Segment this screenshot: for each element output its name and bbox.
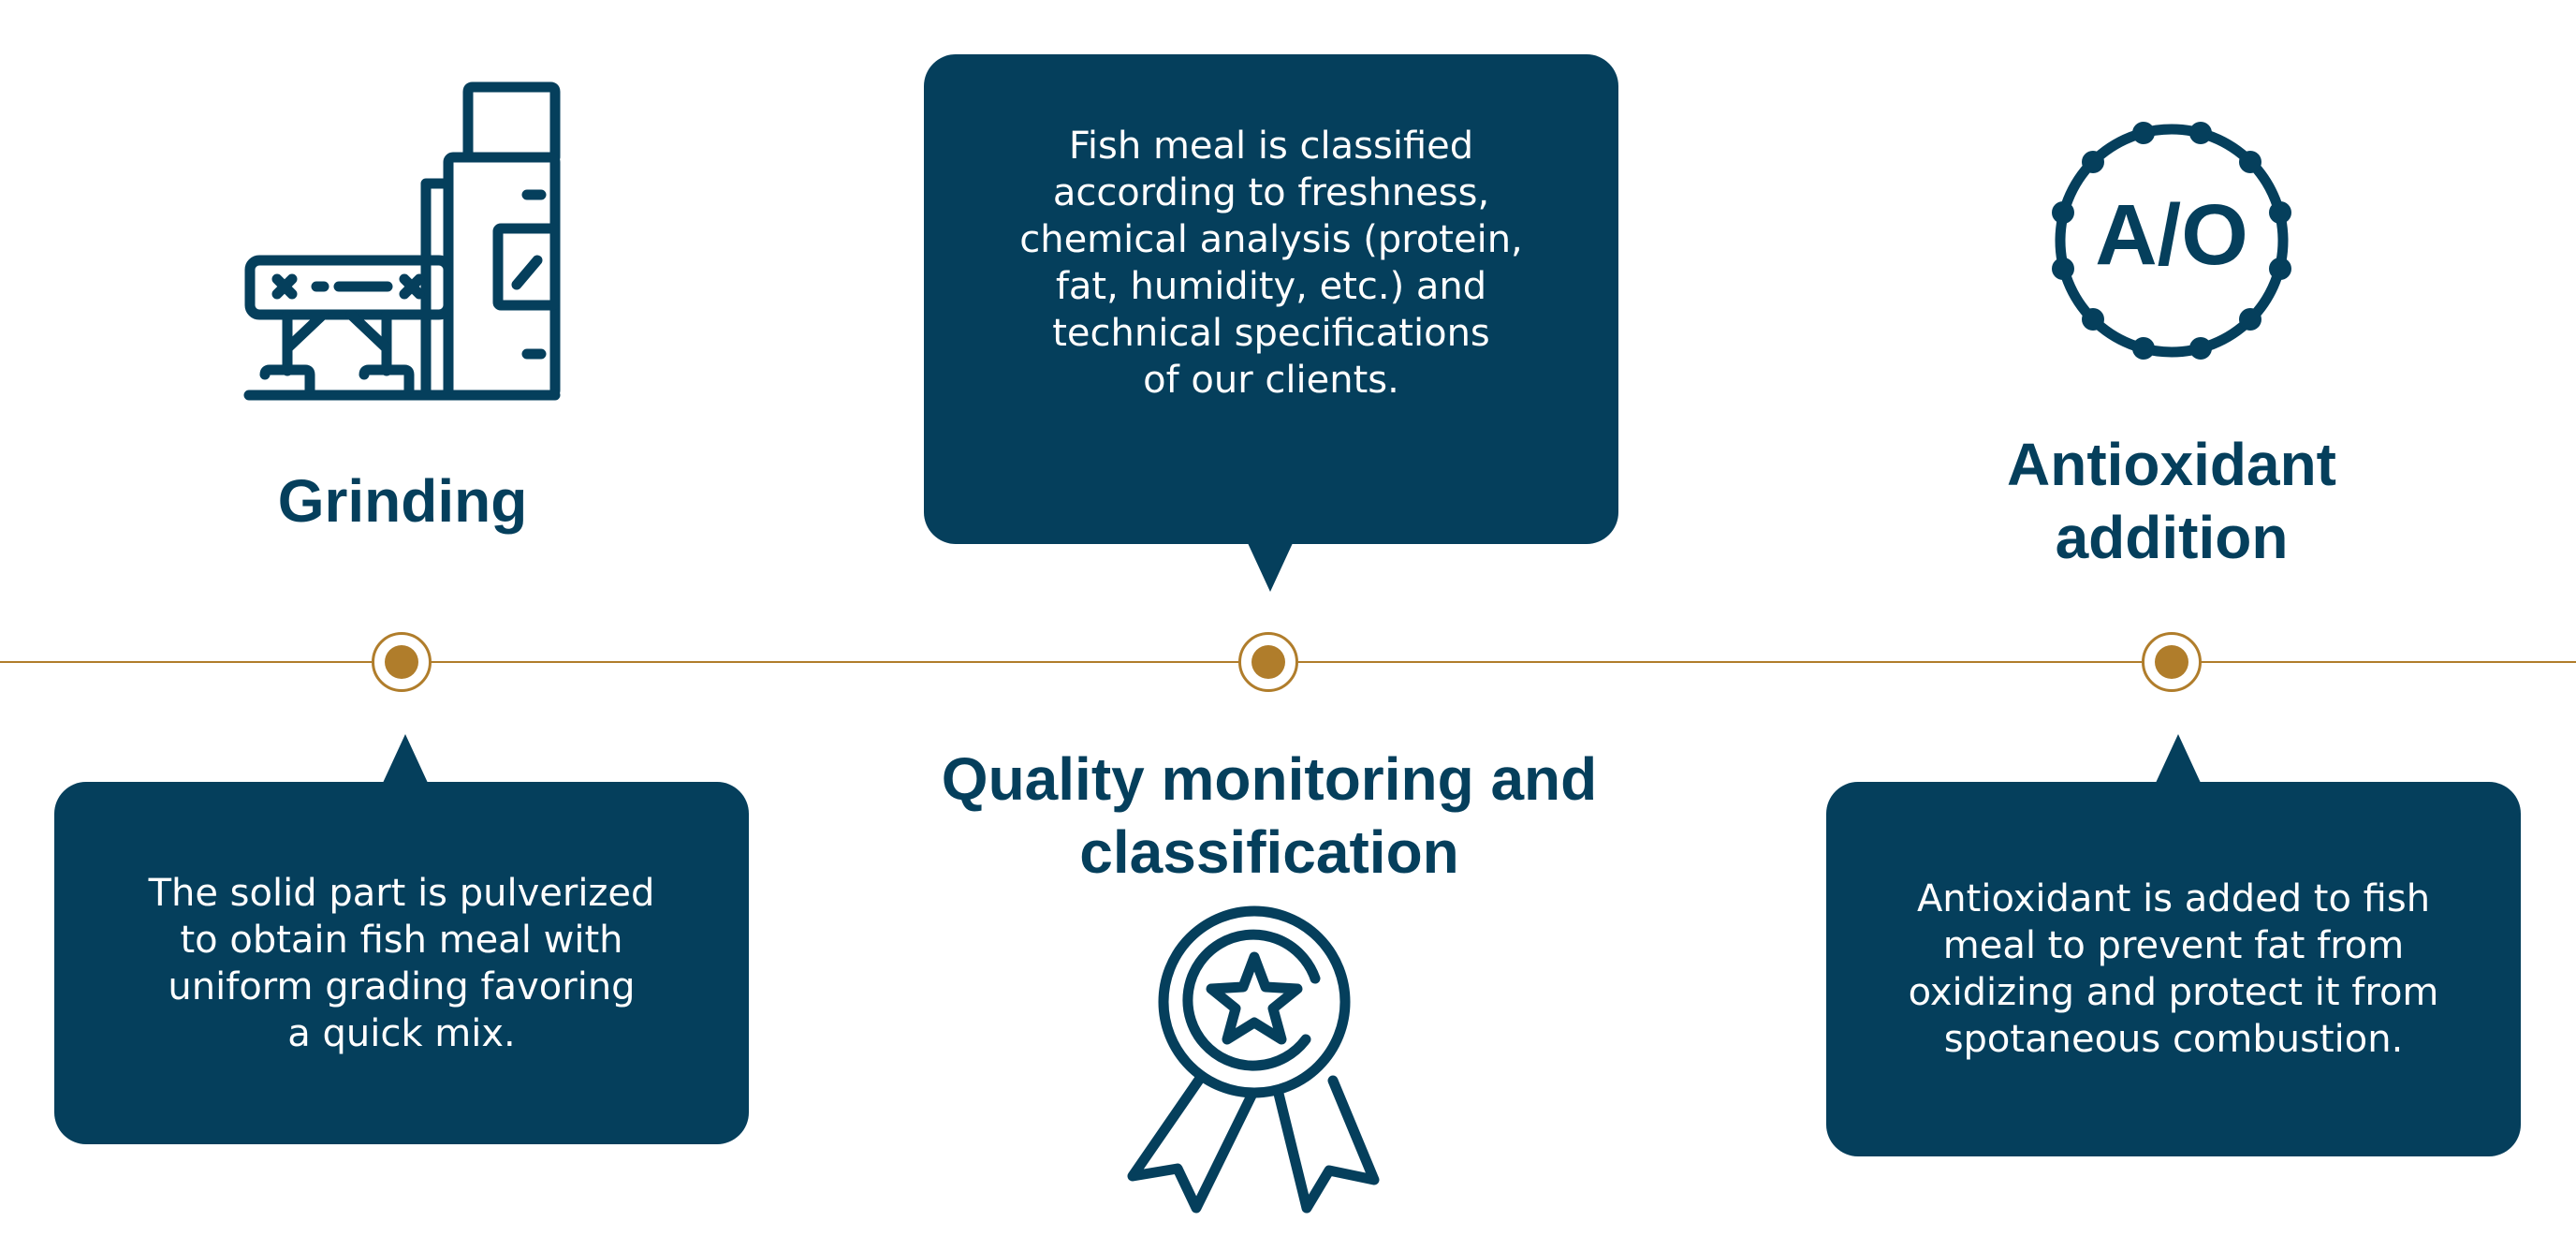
bubble-pointer-antioxidant <box>2156 734 2201 783</box>
timeline-marker-dot <box>385 645 418 679</box>
bubble-pointer-grinding <box>383 734 428 783</box>
description-bubble-antioxidant: Antioxidant is added to fish meal to pre… <box>1826 782 2521 1156</box>
timeline-marker-quality <box>1238 632 1298 692</box>
antioxidant-icon-label: A/O <box>2095 187 2248 283</box>
step-description-grinding: The solid part is pulverized to obtain f… <box>148 871 655 1055</box>
timeline-marker-dot <box>2155 645 2188 679</box>
step-title-quality: Quality monitoring and classification <box>941 745 1598 886</box>
timeline-marker-grinding <box>372 632 432 692</box>
timeline-marker-dot <box>1251 645 1285 679</box>
step-description-quality: Fish meal is classified according to fre… <box>1019 124 1523 402</box>
timeline-marker-antioxidant <box>2142 632 2202 692</box>
step-title-grinding: Grinding <box>277 467 528 535</box>
bubble-pointer-quality <box>1248 543 1293 592</box>
description-bubble-grinding: The solid part is pulverized to obtain f… <box>54 782 749 1144</box>
step-description-antioxidant: Antioxidant is added to fish meal to pre… <box>1908 877 2439 1061</box>
description-bubble-quality: Fish meal is classified according to fre… <box>924 54 1618 544</box>
step-title-antioxidant: Antioxidant addition <box>2007 431 2336 571</box>
